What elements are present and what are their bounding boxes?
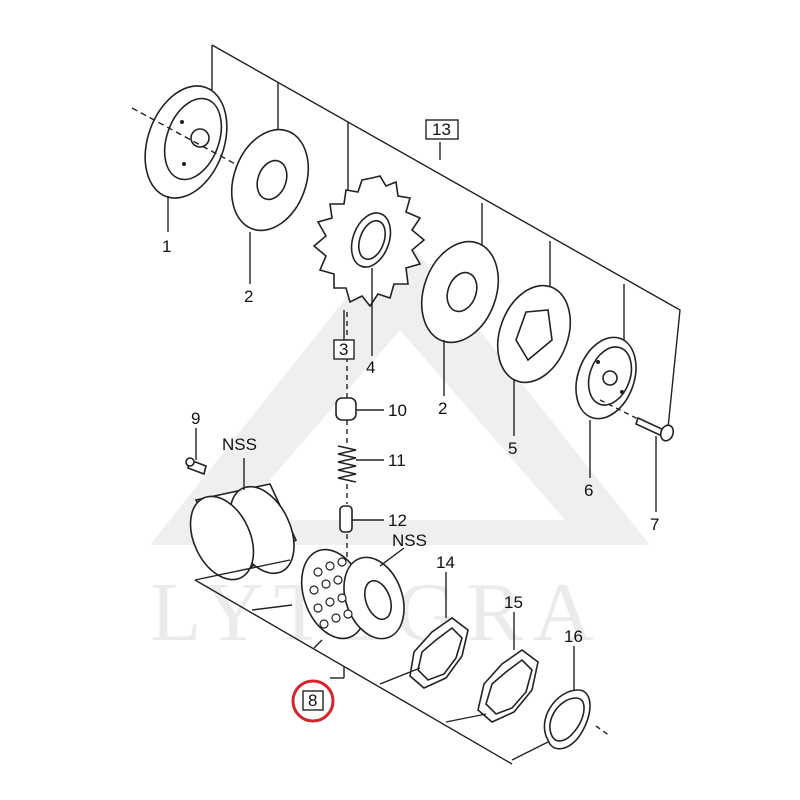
bolt-part: [599, 399, 675, 442]
upper-leader-lines: [211, 44, 681, 429]
hub-housing-part: [189, 483, 298, 581]
sprocket-part: [312, 175, 426, 308]
pin-part: [339, 484, 353, 560]
callout-12: 12: [388, 511, 407, 530]
callout-8-box: [302, 690, 324, 711]
flange-plate-part: [575, 336, 637, 420]
callout-15: 15: [504, 593, 523, 612]
snap-ring-part: [543, 689, 611, 750]
callout-10: 10: [388, 401, 407, 420]
callout-14: 14: [436, 553, 455, 572]
callout-2-lower: 2: [438, 399, 447, 418]
plunger-cap-part: [335, 397, 357, 421]
callout-labels: 1 2 3 4 2 5 6 7 13 9 10 11 12 NSS NSS 14…: [162, 119, 659, 723]
callout-6: 6: [584, 481, 593, 500]
lock-ring-part: [409, 617, 469, 689]
callout-2-upper: 2: [244, 287, 253, 306]
flange-disc-part: [131, 85, 251, 199]
bearing-part: [300, 548, 405, 640]
callout-5: 5: [508, 439, 517, 458]
lock-ring-part-2: [477, 649, 539, 723]
callout-8: 8: [308, 691, 317, 710]
spring-part: [337, 312, 357, 483]
lower-leader-lines: [194, 559, 549, 765]
callout-11: 11: [388, 451, 406, 470]
callout-1: 1: [162, 237, 171, 256]
callout-13: 13: [432, 120, 451, 139]
keyed-disc-part: [496, 284, 572, 384]
grease-nipple-part: [185, 457, 207, 476]
callout-leaders: [167, 196, 657, 690]
washer-part-lower: [420, 240, 500, 344]
callout-7: 7: [650, 515, 659, 534]
washer-part-upper: [230, 128, 310, 232]
callout-13-box: [425, 119, 459, 140]
nss-label-hub: NSS: [222, 435, 257, 454]
callout-9: 9: [191, 409, 200, 428]
callout-3: 3: [339, 340, 348, 359]
nss-label-bearing: NSS: [392, 531, 427, 550]
highlight-circle: [291, 679, 335, 723]
callout-4: 4: [366, 358, 375, 377]
callout-3-box: [333, 339, 355, 360]
callout-16: 16: [564, 627, 583, 646]
